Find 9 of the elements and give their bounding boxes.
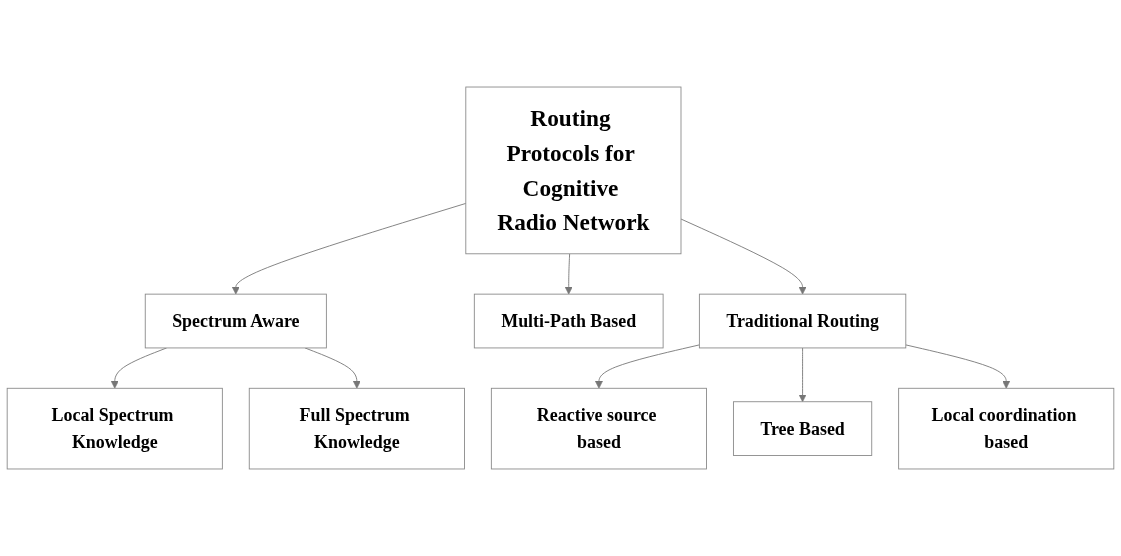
node-box: Tree Based bbox=[733, 401, 873, 456]
node-box: Traditional Routing bbox=[698, 293, 907, 349]
node-box: Full Spectrum Knowledge bbox=[248, 387, 465, 470]
node-box: Spectrum Aware bbox=[144, 293, 327, 349]
node-box: Local coordination based bbox=[898, 387, 1115, 470]
node-box: Multi-Path Based bbox=[473, 293, 664, 349]
node-box: Routing Protocols for Cognitive Radio Network bbox=[465, 86, 682, 255]
node-box: Local Spectrum Knowledge bbox=[6, 387, 223, 470]
node-box: Reactive source based bbox=[490, 387, 707, 470]
